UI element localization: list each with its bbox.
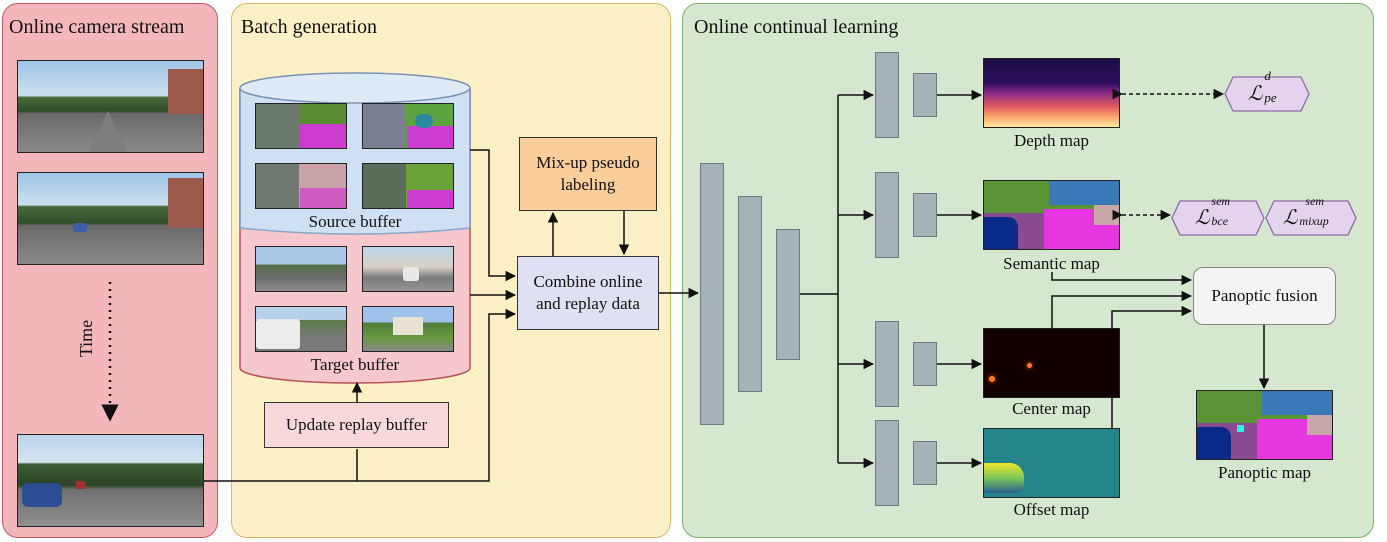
update-replay-buffer-box: Update replay buffer — [264, 402, 449, 448]
panoptic-map-label: Panoptic map — [1217, 463, 1311, 482]
encoder-layer-3 — [776, 229, 800, 360]
center-map-image — [983, 328, 1120, 398]
learning-panel-title: Online continual learning — [694, 16, 899, 38]
sem-bce-loss-badge — [1171, 200, 1265, 236]
source-thumb-4 — [362, 163, 454, 209]
current-frame-wire — [204, 308, 517, 482]
semantic-map-label: Semantic map — [1003, 254, 1100, 273]
source-thumb-2 — [362, 103, 454, 149]
combine-data-box: Combine online and replay data — [517, 256, 659, 330]
source-thumb-1 — [255, 103, 347, 149]
encoder-layer-1 — [700, 163, 724, 425]
offset-head-layer-2 — [913, 441, 937, 485]
center-head-layer-1 — [875, 321, 899, 407]
offset-map-label: Offset map — [1013, 500, 1090, 519]
batch-panel-title: Batch generation — [241, 16, 378, 38]
target-thumb-3 — [255, 306, 347, 352]
camera-frame-current — [17, 434, 204, 527]
offset-to-fusion-wire — [1111, 311, 1191, 428]
center-map-label: Center map — [1012, 399, 1091, 418]
encoder-layer-2 — [738, 196, 762, 392]
camera-frame-1 — [17, 60, 204, 153]
depth-map-label: Depth map — [1013, 131, 1090, 150]
semantic-to-fusion-wire — [1051, 272, 1193, 286]
depth-loss-badge — [1224, 76, 1310, 112]
depth-head-layer-1 — [875, 52, 899, 138]
source-thumb-3 — [255, 163, 347, 209]
target-buffer-label: Target buffer — [310, 355, 400, 374]
panoptic-fusion-box: Panoptic fusion — [1193, 267, 1336, 325]
panoptic-map-image — [1196, 390, 1333, 460]
offset-head-layer-1 — [875, 420, 899, 506]
offset-map-image — [983, 428, 1120, 498]
mixup-label: Mix-up pseudo labeling — [536, 152, 640, 194]
camera-frame-2 — [17, 172, 204, 265]
center-to-fusion-wire — [1051, 290, 1193, 328]
center-head-layer-2 — [913, 342, 937, 386]
encoder-to-heads-wire — [800, 95, 839, 463]
mixup-pseudo-labeling-box: Mix-up pseudo labeling — [519, 137, 657, 211]
source-buffer-label: Source buffer — [308, 212, 402, 231]
target-thumb-1 — [255, 246, 347, 292]
stream-panel-title: Online camera stream — [9, 16, 185, 38]
combine-label: Combine online and replay data — [533, 271, 643, 313]
target-thumb-4 — [362, 306, 454, 352]
target-thumb-2 — [362, 246, 454, 292]
semantic-head-layer-1 — [875, 172, 899, 258]
sem-mixup-loss-badge — [1265, 200, 1357, 236]
source-to-combine-wire — [470, 149, 517, 282]
semantic-head-layer-2 — [913, 193, 937, 237]
depth-map-image — [983, 58, 1120, 128]
depth-head-layer-2 — [913, 73, 937, 117]
semantic-map-image — [983, 180, 1120, 250]
